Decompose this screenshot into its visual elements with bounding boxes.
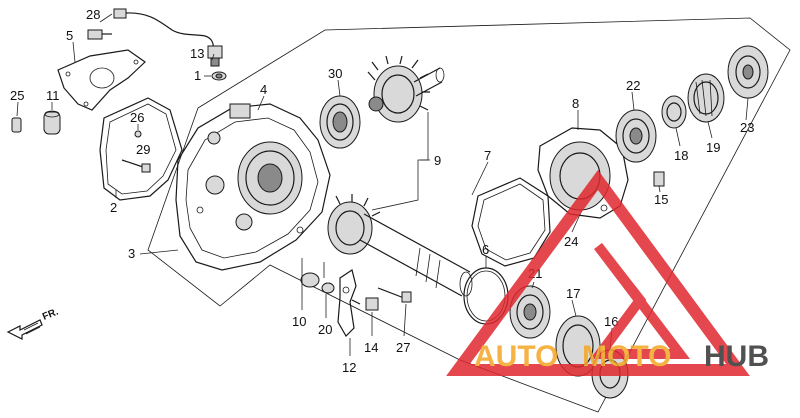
label-14: 14 xyxy=(364,340,378,355)
part-18-collar xyxy=(661,95,687,129)
label-8: 8 xyxy=(572,96,579,111)
label-26: 26 xyxy=(130,110,144,125)
watermark-brand-right: HUB xyxy=(704,340,769,373)
label-6: 6 xyxy=(482,242,489,257)
label-9: 9 xyxy=(434,153,441,168)
part-14-bolt xyxy=(351,297,379,311)
part-25-dowel xyxy=(11,117,22,133)
label-18: 18 xyxy=(674,148,688,163)
label-24: 24 xyxy=(564,234,578,249)
label-20: 20 xyxy=(318,322,332,337)
watermark-logo: AUTO MOTO HUB xyxy=(446,169,769,376)
label-17: 17 xyxy=(566,286,580,301)
part-28-sensor-wire xyxy=(87,8,214,49)
callout-labels: 28 5 13 1 25 11 4 30 26 29 2 3 9 7 8 22 … xyxy=(10,7,754,375)
part-1-washer xyxy=(211,71,227,81)
label-2: 2 xyxy=(110,200,117,215)
part-3-4-gear-case xyxy=(175,103,331,271)
part-11-dowel xyxy=(43,110,61,135)
label-30: 30 xyxy=(328,66,342,81)
leader-lines xyxy=(16,13,749,356)
part-12-shift-arm xyxy=(337,269,357,337)
label-27: 27 xyxy=(396,340,410,355)
label-29: 29 xyxy=(136,142,150,157)
part-10-cap xyxy=(300,258,320,300)
part-21-bearing xyxy=(509,285,551,339)
label-11: 11 xyxy=(46,88,60,103)
label-22: 22 xyxy=(626,78,640,93)
part-15-bolt xyxy=(653,171,665,187)
label-3: 3 xyxy=(128,246,135,261)
label-19: 19 xyxy=(706,140,720,155)
label-28: 28 xyxy=(86,7,100,22)
part-19-needle-bearing xyxy=(687,73,725,123)
part-23-oil-seal xyxy=(727,45,769,99)
part-22-bearing xyxy=(615,109,657,163)
part-13-switch xyxy=(207,45,223,67)
label-13: 13 xyxy=(190,46,204,61)
part-27-bolt xyxy=(377,287,412,303)
label-5: 5 xyxy=(66,28,73,43)
assembly-boundary xyxy=(147,17,791,413)
part-9-output-shaft xyxy=(327,194,473,297)
label-7: 7 xyxy=(484,148,491,163)
part-9-drive-gear xyxy=(367,55,445,123)
front-direction-arrow-icon: FR. xyxy=(6,306,60,340)
watermark-brand-mid: MOTO xyxy=(582,340,671,373)
label-15: 15 xyxy=(654,192,668,207)
label-1: 1 xyxy=(194,68,201,83)
label-12: 12 xyxy=(342,360,356,375)
label-25: 25 xyxy=(10,88,24,103)
part-26-pin xyxy=(134,130,142,138)
label-10: 10 xyxy=(292,314,306,329)
label-16: 16 xyxy=(604,314,618,329)
part-5-plate xyxy=(57,49,146,111)
part-30-bearing xyxy=(319,95,361,149)
label-23: 23 xyxy=(740,120,754,135)
part-29-bolt xyxy=(121,159,151,173)
label-4: 4 xyxy=(260,82,267,97)
part-20-washer xyxy=(321,262,335,294)
part-2-gasket xyxy=(99,97,183,201)
watermark-brand-left: AUTO xyxy=(474,340,558,373)
fr-label: FR. xyxy=(41,306,60,322)
